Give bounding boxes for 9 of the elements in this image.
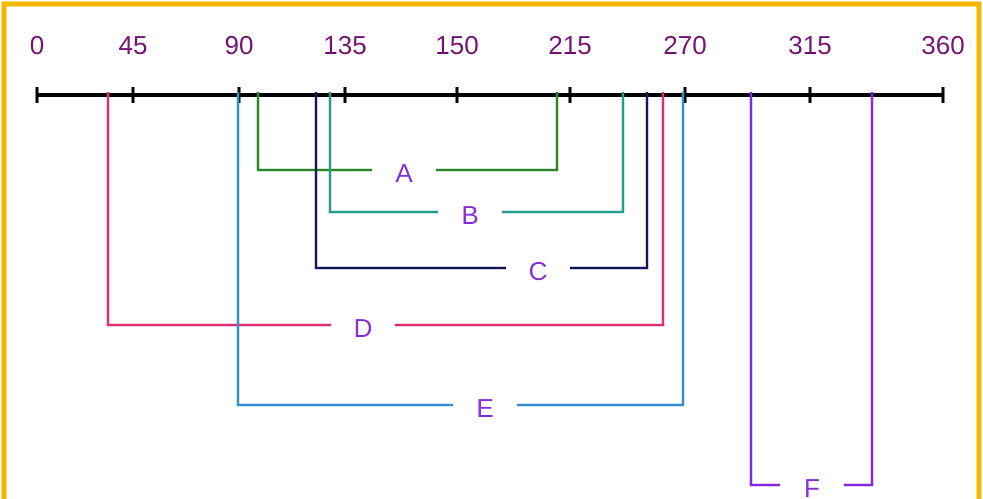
tick-label: 270 [663, 32, 707, 58]
tick-label: 90 [224, 32, 254, 58]
tick-label: 45 [118, 32, 148, 58]
tick-label: 315 [788, 32, 832, 58]
tick-label: 135 [323, 32, 367, 58]
tick-label: 215 [548, 32, 592, 58]
tick-label: 0 [30, 32, 44, 58]
tick-label: 150 [435, 32, 479, 58]
tick-label: 360 [921, 32, 965, 58]
